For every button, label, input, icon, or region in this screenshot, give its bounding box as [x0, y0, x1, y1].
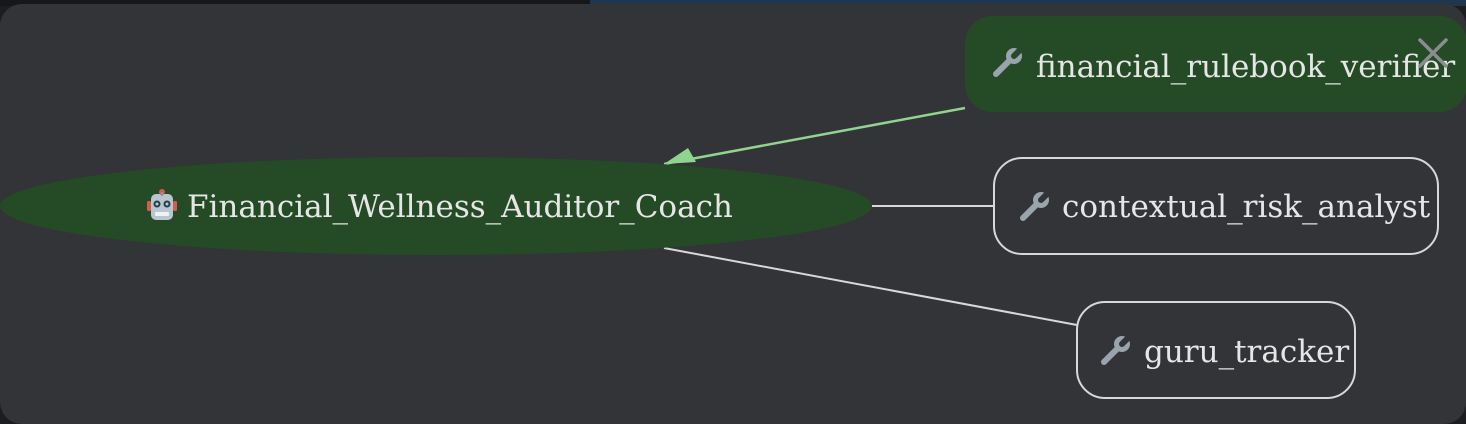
tool-node-guru-tracker[interactable]: guru_tracker	[1076, 301, 1356, 399]
background-tab-strip	[590, 0, 1466, 6]
tool-label-contextual-risk-analyst: contextual_risk_analyst	[1062, 189, 1431, 225]
wrench-icon	[1020, 187, 1054, 221]
root-node[interactable]: Financial_Wellness_Auditor_Coach	[0, 157, 872, 255]
edge-arrowhead	[664, 148, 696, 164]
window-top-strip	[0, 0, 1466, 6]
edge-financial-rulebook-verifier	[663, 106, 966, 166]
wrench-icon	[993, 43, 1027, 77]
close-icon[interactable]	[1414, 34, 1452, 72]
tool-node-financial-rulebook-verifier[interactable]: financial_rulebook_verifier	[965, 16, 1466, 112]
tool-label-guru-tracker: guru_tracker	[1144, 334, 1349, 370]
edge-guru-tracker	[663, 247, 1078, 326]
root-node-label: Financial_Wellness_Auditor_Coach	[187, 189, 733, 225]
tool-node-contextual-risk-analyst[interactable]: contextual_risk_analyst	[993, 157, 1439, 255]
tool-label-financial-rulebook-verifier: financial_rulebook_verifier	[1036, 49, 1455, 85]
robot-icon	[147, 189, 177, 220]
agent-graph: Financial_Wellness_Auditor_Coach financi…	[0, 16, 1466, 399]
wrench-icon	[1101, 331, 1135, 365]
graph-panel: Financial_Wellness_Auditor_Coach financi…	[0, 4, 1466, 424]
